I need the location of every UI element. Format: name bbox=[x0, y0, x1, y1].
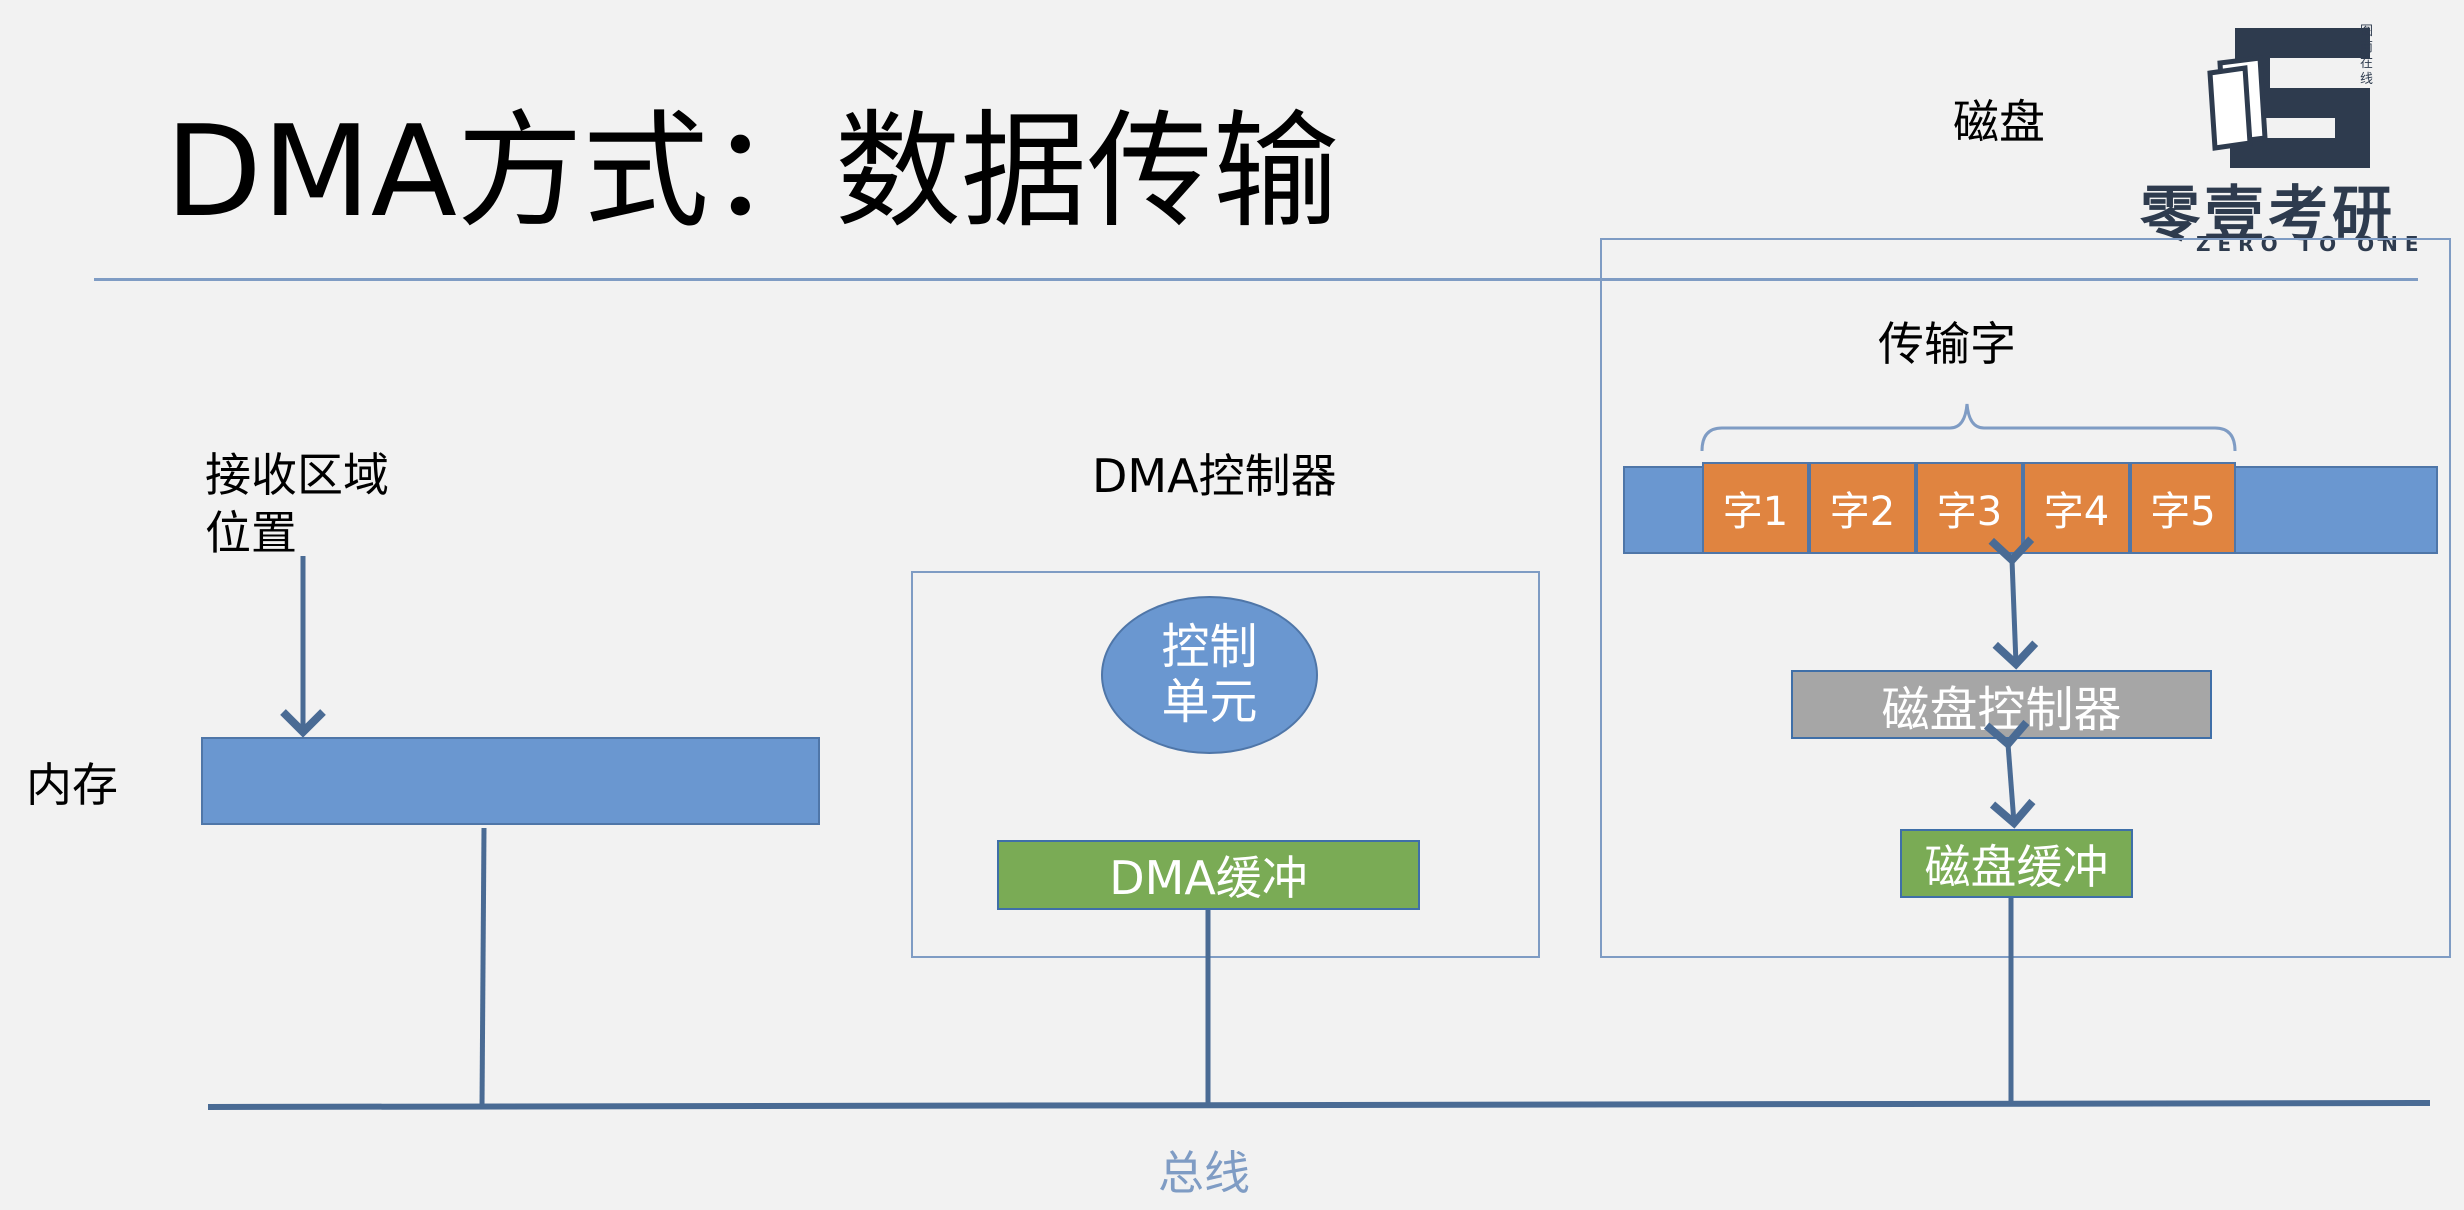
transfer-words-brace bbox=[1700, 403, 2237, 452]
receive-area-label-line1: 接收区域 bbox=[205, 448, 389, 502]
word-to-controller-arrow bbox=[1988, 536, 2039, 670]
memory-bar bbox=[201, 737, 820, 825]
slide-title: DMA方式：数据传输 bbox=[165, 98, 1339, 245]
control-unit-line1: 控制 bbox=[1161, 618, 1258, 675]
receive-area-label-line2: 位置 bbox=[205, 506, 297, 560]
control-unit-line2: 单元 bbox=[1161, 674, 1258, 730]
word-5: 字5 bbox=[2130, 462, 2236, 554]
logo-tagline: ZERO TO ONE bbox=[2196, 232, 2426, 256]
dma-controller-label: DMA控制器 bbox=[1092, 449, 1337, 503]
transfer-words-label: 传输字 bbox=[1878, 317, 2016, 371]
disk-buffer: 磁盘缓冲 bbox=[1900, 829, 2133, 898]
disk-box bbox=[1600, 238, 2451, 958]
word-1: 字1 bbox=[1702, 462, 1809, 554]
memory-bus-drop bbox=[479, 827, 487, 1107]
disk-label: 磁盘 bbox=[1953, 95, 2045, 149]
word-2: 字2 bbox=[1809, 462, 1916, 554]
system-bus-line bbox=[207, 1100, 2431, 1110]
bus-label: 总线 bbox=[1158, 1146, 1250, 1200]
controller-to-buffer-arrow bbox=[1983, 719, 2036, 829]
dma-buffer: DMA缓冲 bbox=[997, 840, 1420, 910]
logo-mark-icon bbox=[2207, 28, 2370, 168]
word-4: 字4 bbox=[2023, 462, 2130, 554]
memory-label: 内存 bbox=[26, 758, 118, 812]
title-divider bbox=[94, 278, 2418, 281]
control-unit: 控制 单元 bbox=[1101, 596, 1318, 754]
dma-controller-box bbox=[911, 571, 1540, 958]
logo-side-text: 图南在线 bbox=[2360, 24, 2374, 87]
